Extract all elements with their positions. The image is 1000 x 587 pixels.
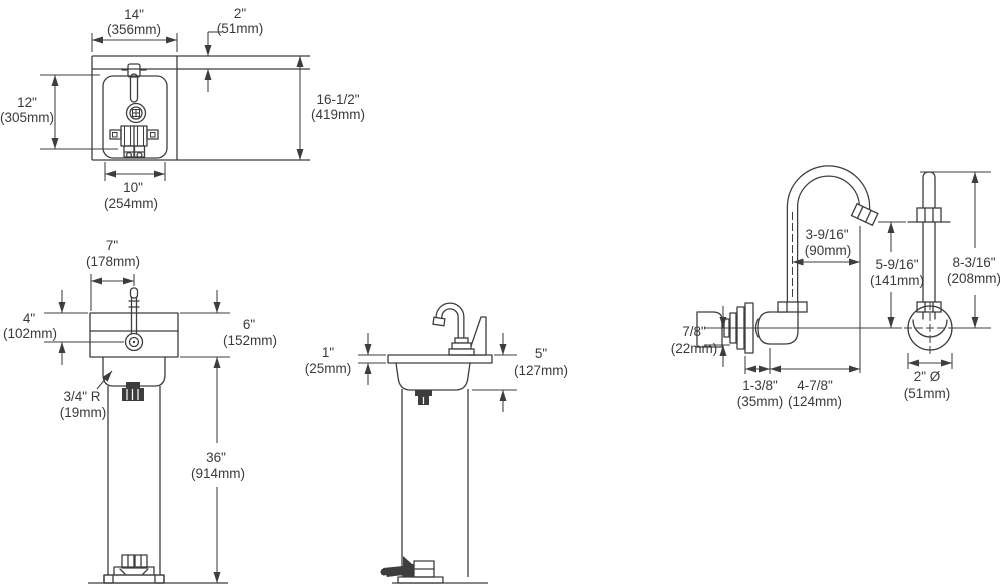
label-side-bowl-depth-mm: (127mm) [514,363,568,378]
pedestal-front [107,386,161,575]
drain-fitting-front [122,382,144,401]
drain [125,102,147,124]
label-faucet-body-length-in: 4-7/8" [797,378,833,393]
aerator-nut-front [907,207,951,223]
valve-assembly [109,125,159,159]
side-view: 1" (25mm) 5" (127mm) [305,302,568,584]
label-side-counter-thickness-in: 1" [322,345,335,360]
label-front-pedestal-height-mm: (914mm) [191,466,245,481]
dim-faucet-escutcheon-depth [744,348,771,374]
base-nut-front [916,301,942,320]
riser-nut [777,301,808,313]
label-front-basin-height-in: 6" [243,317,256,332]
escutcheon [723,302,754,354]
gooseneck-faucet-small [432,302,475,356]
dim-side-counter-thickness [358,333,386,385]
front-view: 7" (178mm) 4" (102mm) 6" (152mm) 3/4" R … [3,238,277,584]
label-top-width-in: 14" [124,7,144,22]
bubbler-top [121,63,147,103]
label-front-basin-upper-in: 4" [23,311,36,326]
drain-fitting-side [415,390,432,405]
dim-faucet-spout-reach [792,226,861,373]
label-top-bowl-width-mm: (254mm) [104,196,158,211]
label-faucet-overall-height-mm: (208mm) [947,271,1000,286]
gooseneck-spout [786,165,879,303]
label-faucet-spout-height-mm: (141mm) [870,273,924,288]
dim-faucet-flange-diameter [907,353,953,369]
faucet-side-view: 3-9/16" (90mm) 5-9/16" (141mm) 7/8" (22m… [671,165,924,409]
label-front-bubbler-offset-mm: (178mm) [86,254,140,269]
radius-leader-arrow [96,370,113,390]
bowl-underside [395,362,471,391]
label-top-depth-mm: (305mm) [0,110,54,125]
label-top-bowl-width-in: 10" [123,180,143,195]
label-faucet-body-length-mm: (124mm) [788,394,842,409]
faucet-tube-front [922,171,936,303]
label-front-corner-radius-in: 3/4" R [63,389,100,404]
label-faucet-spout-reach-in: 3-9/16" [805,227,848,242]
label-side-bowl-depth-in: 5" [535,346,548,361]
label-front-bubbler-offset-in: 7" [106,238,119,253]
label-front-corner-radius-mm: (19mm) [60,405,107,420]
label-faucet-flange-diameter-mm: (51mm) [904,386,951,401]
dim-faucet-inlet-offset [704,306,730,367]
label-side-counter-thickness-mm: (25mm) [305,361,352,376]
sink-bowl-outline [102,75,168,159]
label-faucet-overall-height-in: 8-3/16" [952,255,995,270]
label-faucet-spout-reach-mm: (90mm) [805,243,852,258]
top-view: 14" (356mm) 2" (51mm) 12" (305mm) 16-1/2… [0,6,365,211]
dim-top-depth [40,74,118,150]
label-front-pedestal-height-in: 36" [206,450,226,465]
basin-outline [89,312,179,358]
dim-front-basin-height [180,290,230,358]
label-faucet-inlet-offset-in: 7/8" [682,324,706,339]
dim-front-basin-upper [44,290,124,365]
pedestal-side [401,389,469,577]
dim-top-edge-offset [204,31,222,92]
faucet-front-view: 2" Ø (51mm) 8-3/16" (208mm) [904,171,1000,401]
label-top-overall-depth-mm: (419mm) [311,107,365,122]
foot-pedal-side [380,556,444,584]
label-faucet-escutcheon-depth-in: 1-3/8" [742,378,778,393]
label-top-width-mm: (356mm) [107,22,161,37]
dim-faucet-spout-height [878,221,906,328]
label-front-basin-height-mm: (152mm) [223,333,277,348]
label-faucet-spout-height-in: 5-9/16" [875,257,918,272]
label-faucet-escutcheon-depth-mm: (35mm) [737,394,784,409]
foot-pedal-front [103,554,165,584]
label-faucet-flange-diameter-in: 2" Ø [914,369,941,384]
faucet-body [754,311,799,345]
label-top-offset-in: 2" [234,6,247,21]
bubbler-front [124,287,144,352]
label-top-depth-in: 12" [17,95,37,110]
dim-front-bubbler-offset [90,274,135,311]
dim-top-overall-width [91,33,178,52]
mounting-flange [904,302,956,354]
dim-top-bowl-width [104,162,166,181]
label-top-overall-depth-in: 16-1/2" [316,92,359,107]
counter-slab [387,354,493,364]
label-top-offset-mm: (51mm) [217,21,264,36]
label-front-basin-upper-mm: (102mm) [3,326,57,341]
dim-faucet-overall-height [920,171,991,329]
dim-side-bowl-depth [472,333,517,412]
label-faucet-inlet-offset-mm: (22mm) [671,341,718,356]
basin-shroud [102,356,166,387]
